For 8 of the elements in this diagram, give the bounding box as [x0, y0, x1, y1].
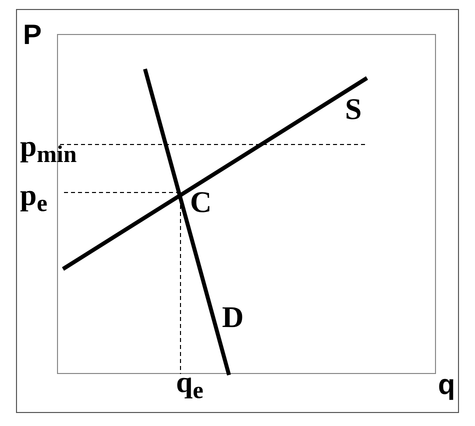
curve-label: S: [345, 95, 362, 125]
curve-label: D: [222, 303, 244, 333]
price-label: p$_{min}$: [20, 132, 77, 162]
axis-title: P: [23, 21, 42, 49]
point-label: C: [190, 188, 212, 218]
axis-title: q: [438, 371, 456, 399]
quantity-label: q$_{e}$: [176, 368, 204, 398]
price-label: p$_{e}$: [20, 181, 48, 211]
